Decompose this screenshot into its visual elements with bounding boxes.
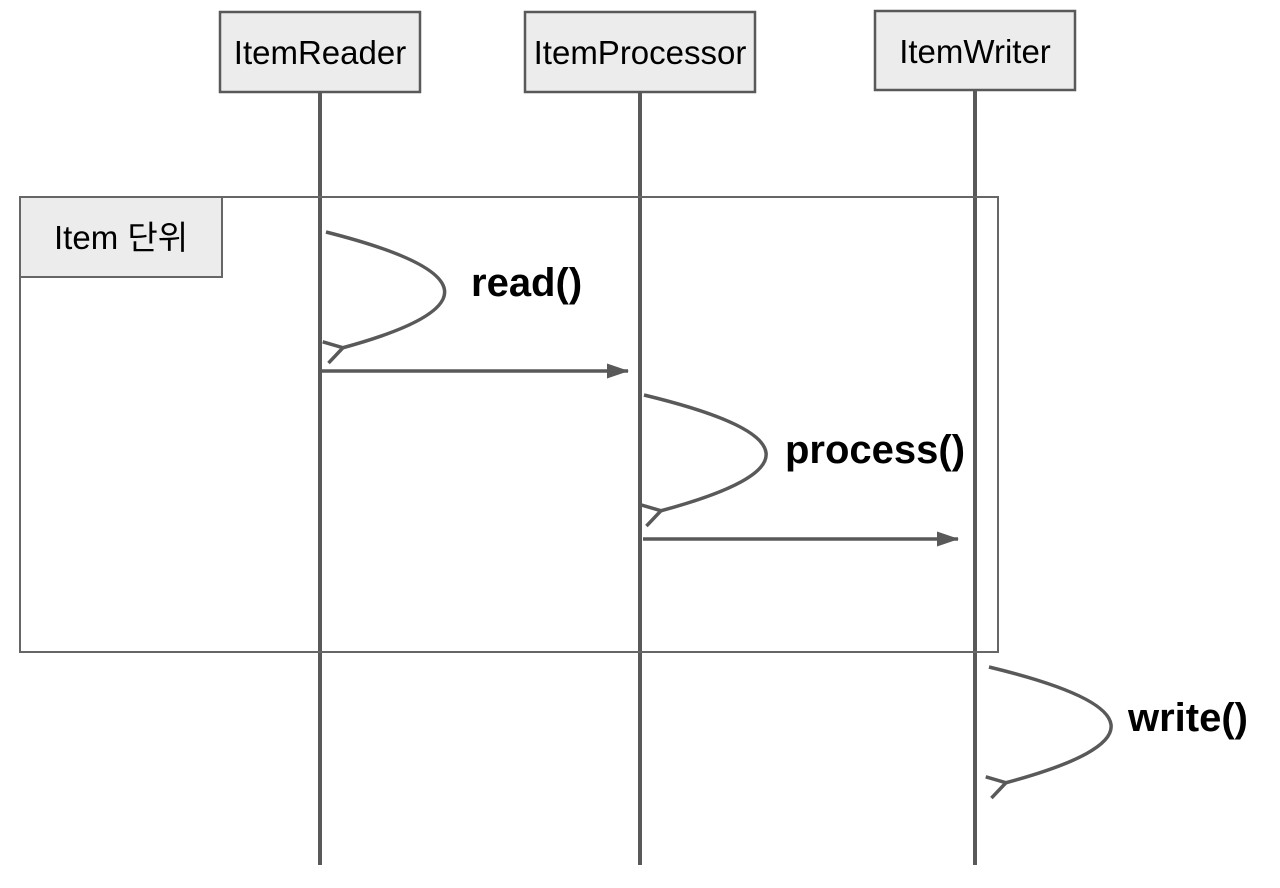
fragment-label-box <box>19 196 223 278</box>
message-process-self-call: process() <box>644 393 965 511</box>
process-self-call-arrow <box>644 393 768 511</box>
actor-itemwriter: ItemWriter <box>873 9 1077 92</box>
actor-box-itemreader <box>218 10 422 94</box>
fragment-frame: Item 단위 <box>19 196 999 653</box>
fragment-label: Item 단위 <box>54 219 188 256</box>
actor-box-itemwriter <box>873 9 1077 92</box>
message-read-self-call: read() <box>326 230 582 348</box>
actor-label-itemwriter: ItemWriter <box>899 33 1051 70</box>
fragment-frame-rect <box>19 196 999 653</box>
actor-itemprocessor: ItemProcessor <box>523 10 757 94</box>
read-label: read() <box>471 261 582 305</box>
write-self-call-arrow <box>989 665 1113 783</box>
actor-box-itemprocessor <box>523 10 757 94</box>
actor-itemreader: ItemReader <box>218 10 422 94</box>
actor-label-itemprocessor: ItemProcessor <box>534 34 747 71</box>
message-write-self-call: write() <box>989 665 1248 783</box>
write-label: write() <box>1127 696 1248 740</box>
read-self-call-arrow <box>326 230 447 348</box>
process-label: process() <box>785 428 965 472</box>
actor-label-itemreader: ItemReader <box>234 34 406 71</box>
